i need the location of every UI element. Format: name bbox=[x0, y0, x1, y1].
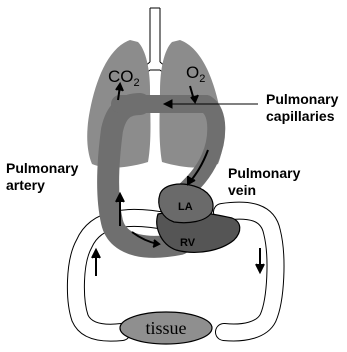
pulmonary-capillaries-label-line1: Pulmonary bbox=[266, 91, 339, 107]
right-ventricle-label: RV bbox=[180, 237, 196, 249]
pulmonary-vein-label-line2: vein bbox=[228, 182, 256, 198]
pulmonary-vein-label-line1: Pulmonary bbox=[228, 165, 301, 181]
pulmonary-capillaries-label-line2: capillaries bbox=[266, 108, 335, 124]
tissue-label: tissue bbox=[145, 318, 186, 338]
pulmonary-artery-label-line1: Pulmonary bbox=[6, 160, 79, 176]
left-atrium-label: LA bbox=[178, 201, 193, 213]
systemic-up-arrowhead bbox=[92, 250, 100, 258]
systemic-down-arrowhead bbox=[256, 264, 264, 272]
pulmonary-artery-label-line2: artery bbox=[6, 177, 45, 193]
